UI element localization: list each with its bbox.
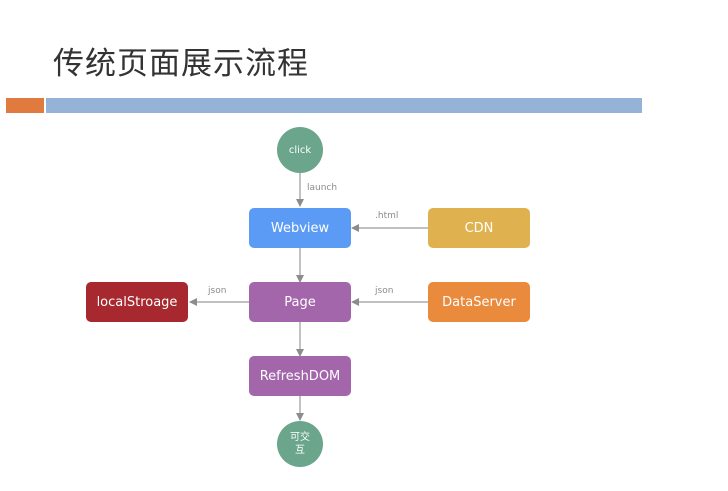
node-refreshdom: RefreshDOM bbox=[249, 356, 351, 396]
edge-label-json-left: json bbox=[208, 286, 227, 296]
node-localstorage: localStroage bbox=[86, 282, 188, 322]
title-accent-bar bbox=[6, 98, 44, 113]
edge-label-launch: launch bbox=[307, 183, 338, 193]
node-cdn: CDN bbox=[428, 208, 530, 248]
node-click: click bbox=[277, 127, 323, 173]
title-divider-bar bbox=[46, 98, 642, 113]
node-interactive: 可交互 bbox=[277, 421, 323, 467]
edge-label-json-right: json bbox=[375, 286, 394, 296]
node-webview: Webview bbox=[249, 208, 351, 248]
node-dataserver: DataServer bbox=[428, 282, 530, 322]
slide-title: 传统页面展示流程 bbox=[53, 46, 309, 82]
edge-label-html: .html bbox=[375, 211, 399, 221]
node-page: Page bbox=[249, 282, 351, 322]
